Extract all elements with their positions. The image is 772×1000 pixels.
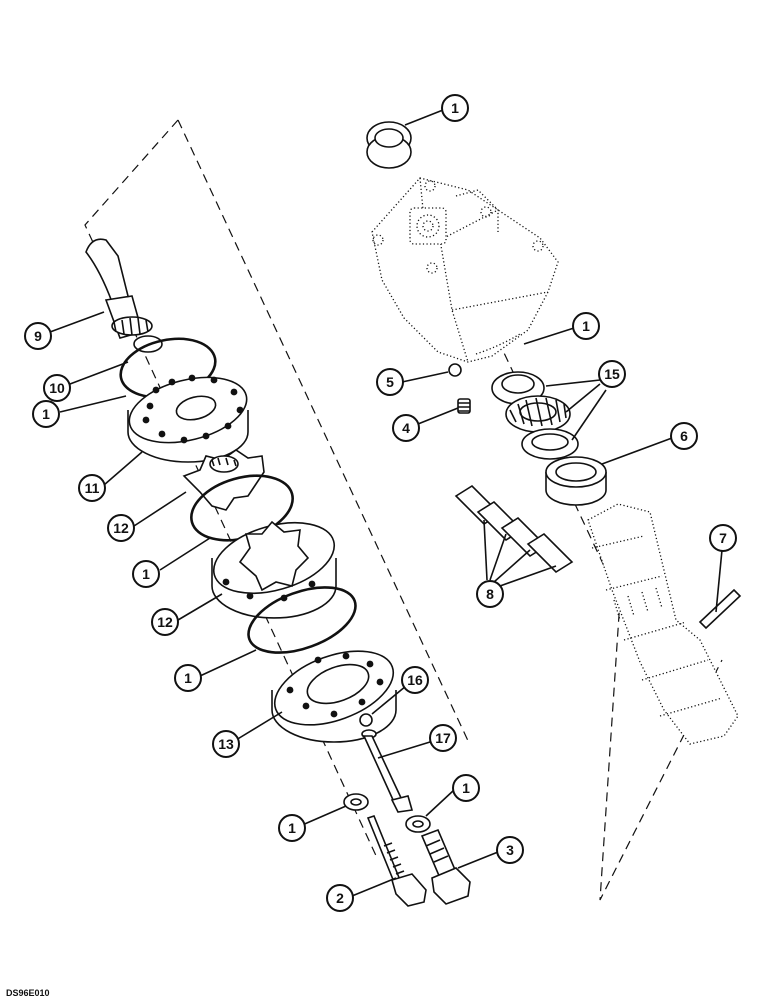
callout-1-top-seal: 1: [441, 94, 469, 122]
hex-bolt-3: [420, 828, 471, 905]
callout-1-washer-right: 1: [452, 774, 480, 802]
callout-1-left-c: 1: [174, 664, 202, 692]
callout-label: 12: [113, 520, 129, 536]
thrust-bearing: [505, 395, 571, 433]
callout-17: 17: [429, 724, 457, 752]
callout-12-stator: 12: [151, 608, 179, 636]
seal-ring-top: [366, 121, 412, 169]
bushing-6: [545, 456, 607, 506]
callout-label: 8: [486, 586, 494, 602]
callout-label: 5: [386, 374, 394, 390]
callout-4: 4: [392, 414, 420, 442]
callout-1-washer-left: 1: [278, 814, 306, 842]
callout-3: 3: [496, 836, 524, 864]
set-screw-4: [457, 398, 471, 414]
callout-label: 10: [49, 380, 65, 396]
callout-label: 1: [451, 100, 459, 116]
washer-left: [343, 793, 369, 811]
callout-7: 7: [709, 524, 737, 552]
stator-ring-12: [211, 520, 337, 619]
callout-12-rotor: 12: [107, 514, 135, 542]
callout-label: 1: [582, 318, 590, 334]
callout-9: 9: [24, 322, 52, 350]
callout-2: 2: [326, 884, 354, 912]
callout-1-left-b: 1: [132, 560, 160, 588]
callout-label: 1: [288, 820, 296, 836]
pin-7: [698, 588, 742, 630]
check-ball-16: [359, 713, 373, 727]
callout-13: 13: [212, 730, 240, 758]
callout-label: 3: [506, 842, 514, 858]
washer-right: [405, 815, 431, 833]
o-ring-lower-stator: [247, 586, 357, 654]
callout-label: 16: [407, 672, 423, 688]
callout-8: 8: [476, 580, 504, 608]
callout-label: 6: [680, 428, 688, 444]
callout-16: 16: [401, 666, 429, 694]
callout-1-housing: 1: [572, 312, 600, 340]
drive-shaft-9: [85, 238, 163, 353]
callout-label: 1: [142, 566, 150, 582]
callout-1-left-a: 1: [32, 400, 60, 428]
callout-label: 17: [435, 730, 451, 746]
callout-5: 5: [376, 368, 404, 396]
callout-10: 10: [43, 374, 71, 402]
end-cap-11: [127, 374, 249, 463]
ball-5: [448, 363, 462, 377]
callout-11: 11: [78, 474, 106, 502]
thrust-washer-lower: [521, 428, 579, 460]
callout-label: 13: [218, 736, 234, 752]
callout-label: 7: [719, 530, 727, 546]
callout-label: 11: [85, 480, 100, 496]
callout-label: 1: [184, 670, 192, 686]
callout-6: 6: [670, 422, 698, 450]
callout-label: 1: [42, 406, 50, 422]
plug-17: [361, 729, 414, 813]
callout-label: 1: [462, 780, 470, 796]
centering-springs-8: [454, 484, 574, 574]
valve-housing: [371, 177, 559, 363]
drawing-code: DS96E010: [6, 988, 50, 998]
callout-label: 12: [157, 614, 173, 630]
callout-label: 2: [336, 890, 344, 906]
stud-bolt-2: [366, 815, 427, 907]
callout-15: 15: [598, 360, 626, 388]
leader-lines: [49, 109, 723, 897]
end-plate-13: [271, 650, 397, 743]
callout-label: 4: [402, 420, 410, 436]
callout-label: 15: [604, 366, 620, 382]
spool-shaft: [587, 503, 739, 745]
callout-label: 9: [34, 328, 42, 344]
